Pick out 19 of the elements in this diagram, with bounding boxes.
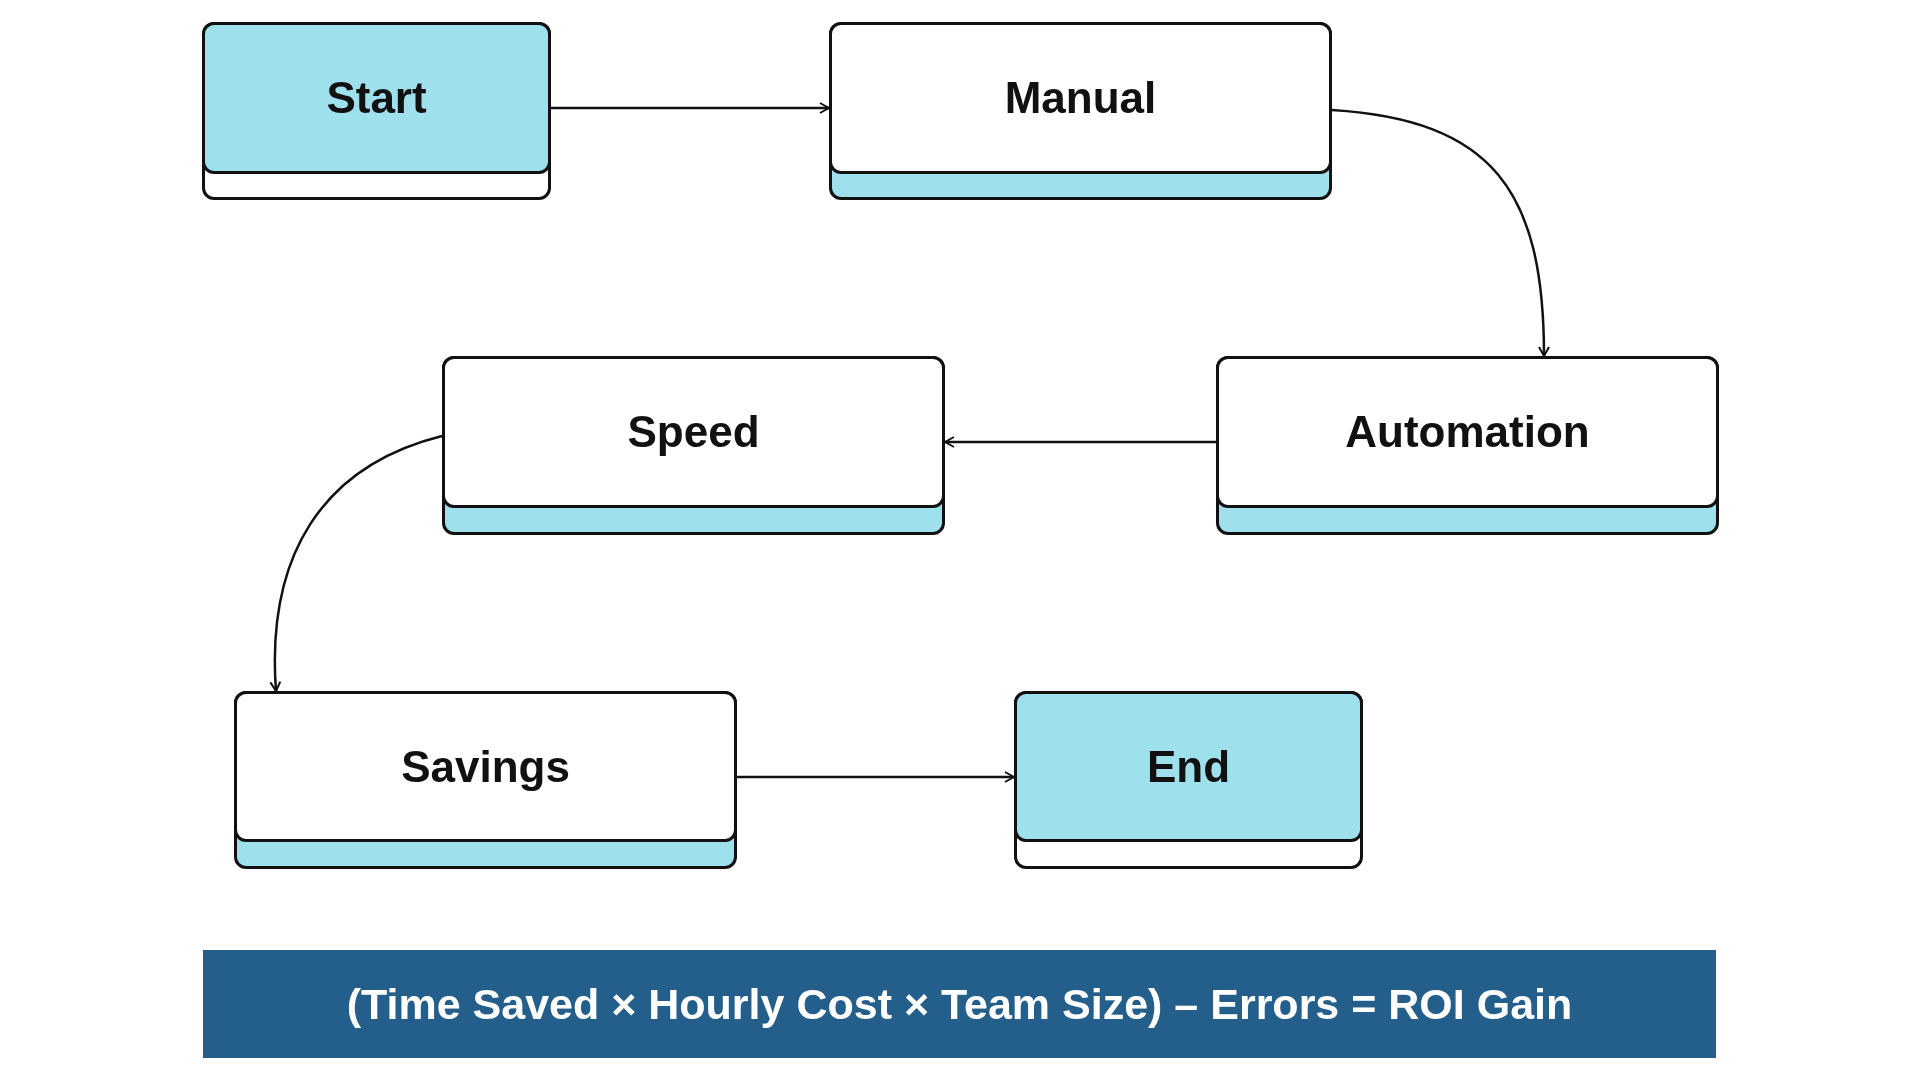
arrow [737,771,1015,783]
step-card [1014,691,1363,869]
step-label: End [1146,741,1231,792]
step-card [202,22,551,200]
step-label: Automation [1345,407,1590,457]
formula-banner [203,950,1716,1058]
step-card [234,691,737,869]
formula-text: (Time Saved × Hourly Cost × Team Size) – Errors = ROI Gain [346,979,1573,1029]
arrow [269,434,443,692]
step-card [1216,356,1719,535]
step-card [442,356,945,535]
step-label: Manual [1004,73,1157,123]
step-label: Savings [401,741,570,792]
arrow [551,102,830,114]
step-label: Speed [627,407,760,457]
arrow [944,436,1216,448]
step-label: Start [326,73,427,123]
arrow [1331,108,1550,357]
step-card [829,22,1332,200]
